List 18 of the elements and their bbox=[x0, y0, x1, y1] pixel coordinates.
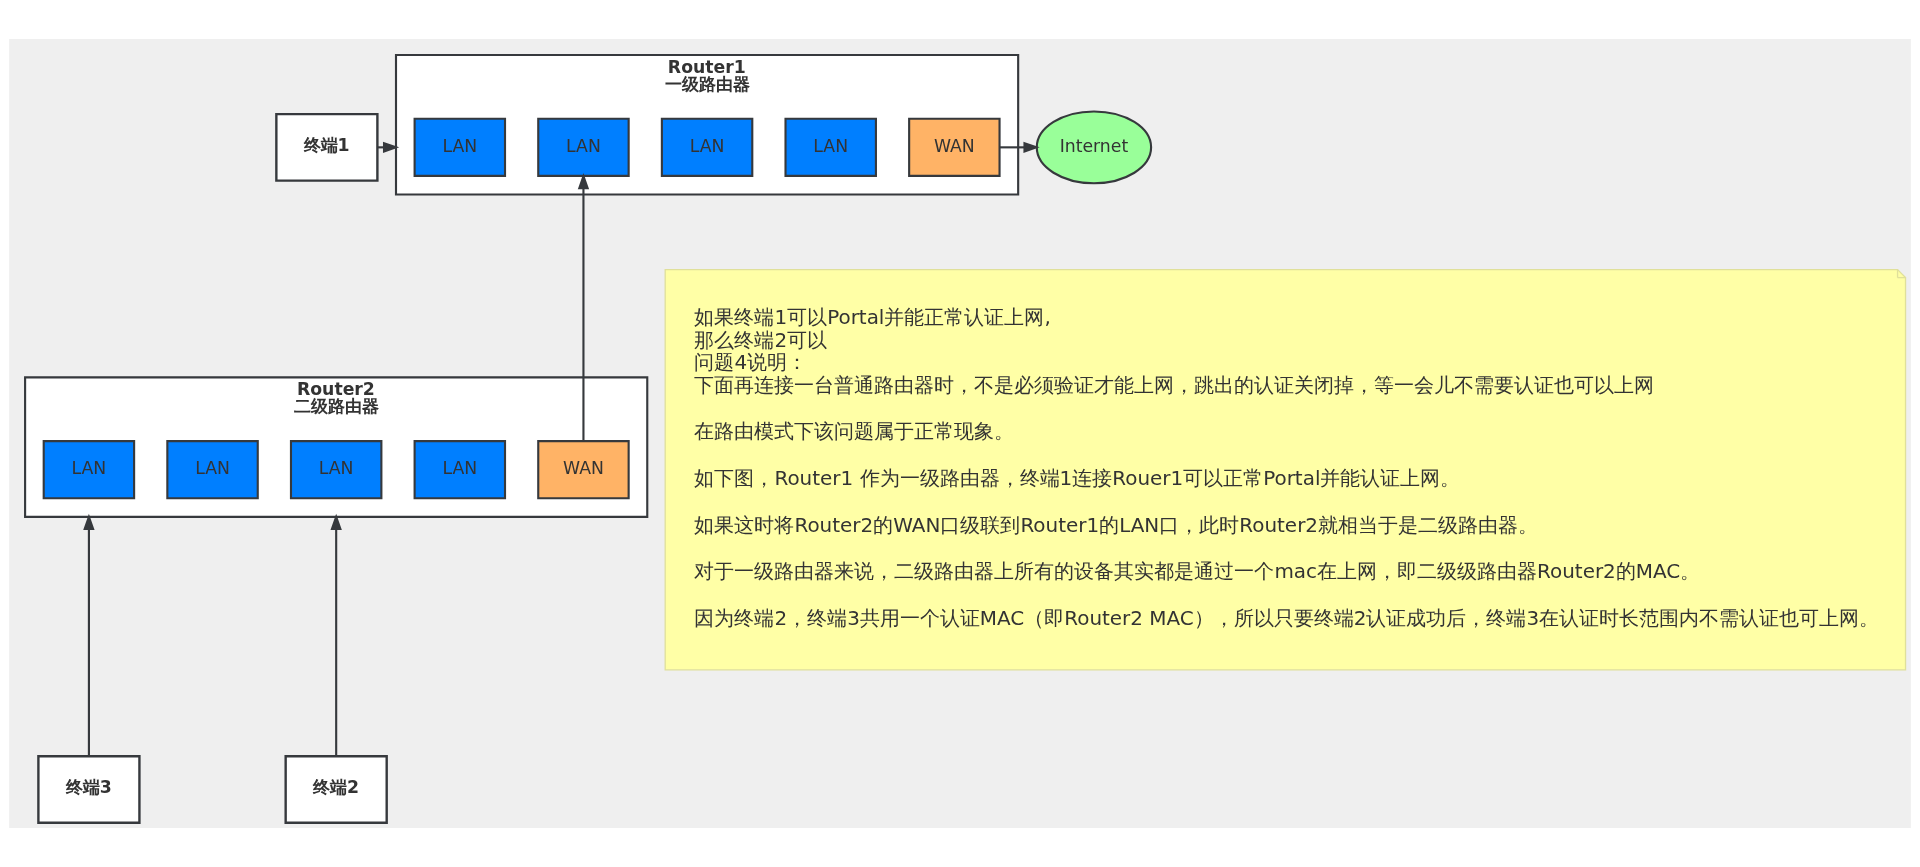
node-box: LAN bbox=[413, 117, 507, 177]
node-box: 终端1 bbox=[275, 112, 379, 182]
arrow bbox=[577, 173, 590, 442]
node-box: LAN bbox=[537, 117, 630, 177]
node-box: LAN bbox=[289, 440, 383, 500]
node-box: LAN bbox=[784, 117, 877, 177]
node-box: LAN bbox=[660, 117, 754, 177]
node-box: LAN bbox=[42, 440, 136, 500]
arrow bbox=[330, 513, 342, 756]
node-box: LAN bbox=[166, 440, 259, 500]
node-box: LAN bbox=[413, 440, 507, 500]
node-box: WAN bbox=[908, 117, 1001, 177]
arrow bbox=[83, 513, 95, 756]
node-box: 终端3 bbox=[37, 755, 141, 824]
node-ellipse: Internet bbox=[1035, 110, 1153, 185]
arrow bbox=[999, 141, 1040, 154]
node-box: WAN bbox=[537, 440, 630, 500]
node-box: 终端2 bbox=[284, 755, 388, 824]
